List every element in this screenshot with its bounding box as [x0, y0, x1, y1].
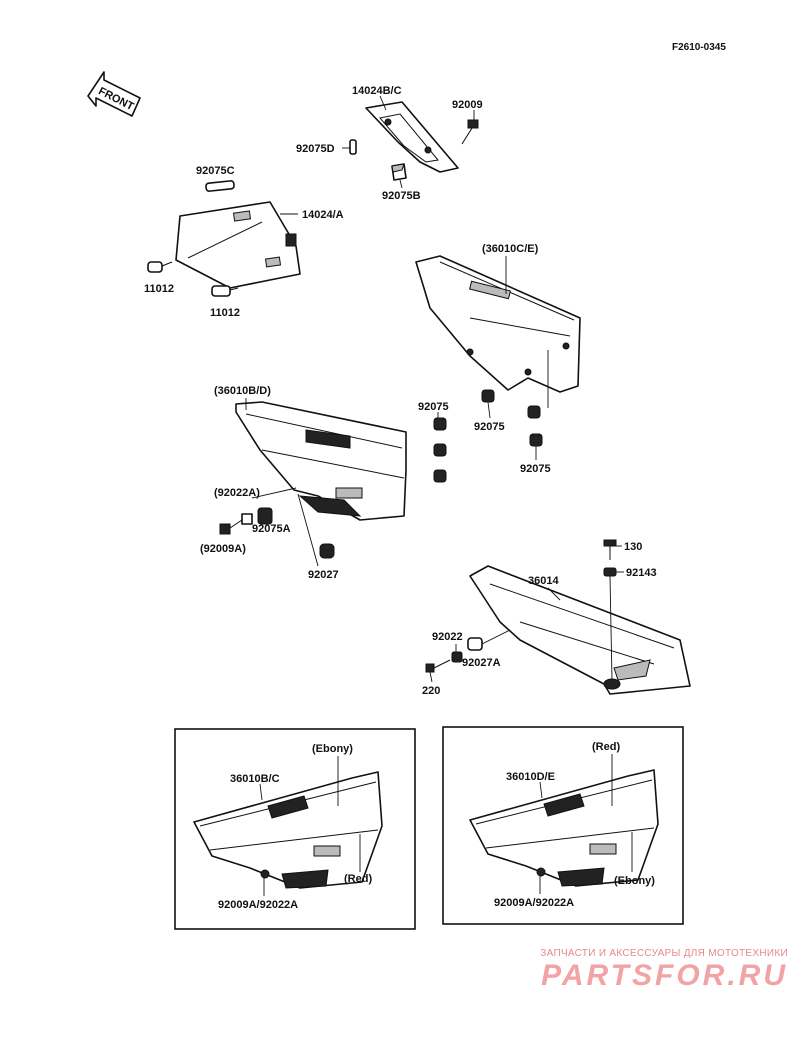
nut-92143-icon: [603, 567, 617, 577]
strip-92075c-icon: [205, 180, 235, 192]
label-92027: 92027: [308, 569, 339, 581]
grommet-92075b-icon: [391, 163, 407, 181]
label-92022: 92022: [432, 631, 463, 643]
label-92075c: 92075C: [196, 165, 235, 177]
inset-left-color-top: (Ebony): [312, 743, 353, 755]
label-92009a: (92009A): [200, 543, 246, 555]
grommet-92027-icon: [319, 543, 335, 559]
bracket-panel-14024bc: [365, 101, 459, 173]
grommet-92075-icon: [433, 417, 447, 431]
label-92022a: (92022A): [214, 487, 260, 499]
grommet-92075-icon: [481, 389, 495, 403]
label-36010ce: (36010C/E): [482, 243, 539, 255]
inset-right-cover: [469, 769, 659, 887]
collar-92027a-icon: [467, 637, 483, 651]
grommet-11012b-icon: [211, 285, 239, 297]
label-220: 220: [422, 685, 440, 697]
bolt-130-icon: [603, 539, 617, 560]
side-cover-36010bd: [235, 401, 407, 521]
label-92075b: 92075B: [382, 190, 421, 202]
inset-right-frame: [442, 726, 684, 925]
inset-left-color-bottom: (Red): [344, 873, 372, 885]
label-92075d: 92075D: [296, 143, 335, 155]
inset-right-fasteners: 92009A/92022A: [494, 897, 574, 909]
label-36014: 36014: [528, 575, 559, 587]
grommet-92075-icon: [529, 433, 543, 447]
label-14024bc: 14024B/C: [352, 85, 402, 97]
label-11012-right: 11012: [210, 307, 240, 319]
diagram-code: F2610-0345: [672, 42, 726, 53]
grommet-92075-icon: [527, 405, 541, 419]
label-92009: 92009: [452, 99, 483, 111]
label-92075a: 92075A: [252, 523, 291, 535]
watermark-brand: PARTSFOR.RU: [541, 959, 788, 992]
inset-right-part: 36010D/E: [506, 771, 555, 783]
inset-right-color-top: (Red): [592, 741, 620, 753]
watermark-tagline: ЗАПЧАСТИ И АКСЕССУАРЫ ДЛЯ МОТОТЕХНИКИ: [540, 948, 788, 959]
label-92027a: 92027A: [462, 657, 501, 669]
label-92075-mid: 92075: [474, 421, 505, 433]
label-14024a: 14024/A: [302, 209, 344, 221]
grommet-92075d-icon: [349, 139, 357, 155]
inset-left-part: 36010B/C: [230, 773, 280, 785]
label-92075-top: 92075: [418, 401, 449, 413]
inset-left-fasteners: 92009A/92022A: [218, 899, 298, 911]
label-92075-right: 92075: [520, 463, 551, 475]
watermark: ЗАПЧАСТИ И АКСЕССУАРЫ ДЛЯ МОТОТЕХНИКИ PA…: [488, 948, 788, 993]
washer-92022-icon: [451, 651, 463, 663]
bolt-92009a-icon: [219, 519, 243, 535]
washer-92022a-icon: [241, 513, 253, 525]
chain-cover-36014: [469, 565, 691, 695]
inset-left-frame: [174, 728, 416, 930]
grommet-11012a-icon: [147, 261, 173, 273]
bolt-92009-icon: [461, 119, 479, 145]
side-cover-36010ce: [415, 255, 581, 393]
grommet-92075-icon: [433, 469, 447, 483]
inset-right-color-bottom: (Ebony): [614, 875, 655, 887]
grommet-92075-icon: [433, 443, 447, 457]
cover-plate-14024a: [175, 201, 301, 289]
inset-left-cover: [193, 771, 383, 889]
bolt-220-icon: [425, 659, 451, 673]
label-130: 130: [624, 541, 642, 553]
front-arrow-icon: FRONT: [87, 71, 141, 117]
label-36010bd: (36010B/D): [214, 385, 271, 397]
label-11012-left: 11012: [144, 283, 174, 295]
label-92143: 92143: [626, 567, 657, 579]
grommet-92075a-icon: [257, 507, 273, 525]
